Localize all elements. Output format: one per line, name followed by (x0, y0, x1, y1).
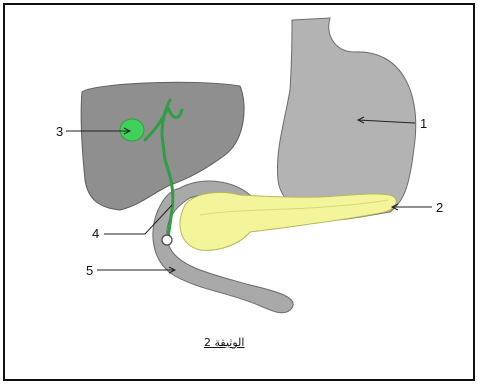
label-1: 1 (420, 117, 427, 130)
label-2: 2 (436, 201, 443, 214)
ampulla (162, 235, 172, 245)
label-3: 3 (56, 125, 63, 138)
gallbladder-shape (120, 119, 144, 141)
document-caption: الوثيقة 2 (204, 336, 244, 349)
label-5: 5 (86, 264, 93, 277)
label-4: 4 (92, 227, 99, 240)
pancreas-shape (180, 192, 396, 250)
stomach-shape (277, 18, 415, 220)
